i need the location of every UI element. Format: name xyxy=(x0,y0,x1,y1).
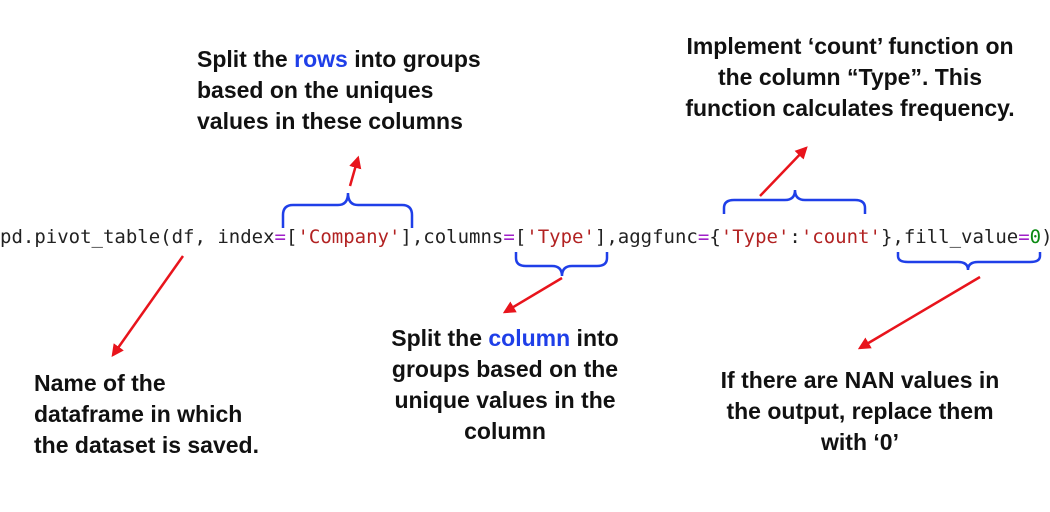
note-fill-line1: If there are NAN values in xyxy=(720,367,1000,393)
code-open-bracket: [ xyxy=(286,226,298,248)
rows-highlight: rows xyxy=(294,46,348,72)
note-rows-line2: based on the uniques xyxy=(197,77,434,103)
note-count-line3: function calculates frequency. xyxy=(685,95,1015,121)
code-type-key-string: 'Type' xyxy=(720,226,790,248)
arrow-to-fill-note xyxy=(857,275,981,350)
code-columns-keyword: ],columns xyxy=(400,226,504,248)
note-column-line3: unique values in the xyxy=(394,387,616,413)
note-column-line2: groups based on the xyxy=(391,356,619,382)
code-open-brace: { xyxy=(709,226,721,248)
note-count: Implement ‘count’ function on the column… xyxy=(660,31,1040,124)
code-colon: : xyxy=(789,226,801,248)
code-close-paren: ) xyxy=(1041,226,1050,248)
code-equals: = xyxy=(1018,226,1030,248)
note-rows-line1: Split the rows into groups xyxy=(197,46,481,72)
arrow-to-rows-note xyxy=(348,155,362,187)
note-count-line2: the column “Type”. This xyxy=(717,64,983,90)
note-rows: Split the rows into groups based on the … xyxy=(197,44,481,137)
code-zero: 0 xyxy=(1029,226,1042,248)
code-open-bracket: [ xyxy=(514,226,527,248)
arrow-to-df-note xyxy=(111,255,185,358)
arrow-to-count-note xyxy=(759,146,808,197)
note-df-line3: the dataset is saved. xyxy=(34,432,259,458)
note-df-line2: dataframe in which xyxy=(34,401,243,427)
note-fill-value: If there are NAN values in the output, r… xyxy=(690,365,1030,458)
code-count-string: 'count' xyxy=(800,226,881,248)
code-line: pd.pivot_table(df, index=['Company'],col… xyxy=(0,222,1050,252)
note-count-line1: Implement ‘count’ function on xyxy=(686,33,1014,59)
note-fill-line2: the output, replace them xyxy=(726,398,994,424)
brace-columns xyxy=(514,252,609,277)
code-fill-value-keyword: },fill_value xyxy=(880,226,1019,248)
code-equals: = xyxy=(503,226,515,248)
note-fill-line3: with ‘0’ xyxy=(821,429,899,455)
column-highlight: column xyxy=(488,325,571,351)
arrow-to-column-note xyxy=(502,276,563,314)
note-rows-line3: values in these columns xyxy=(197,108,463,134)
code-type-string: 'Type' xyxy=(526,226,595,248)
brace-fill-value xyxy=(896,252,1042,271)
code-aggfunc-keyword: ],aggfunc xyxy=(594,226,698,248)
note-column-line4: column xyxy=(464,418,546,444)
note-df-line1: Name of the xyxy=(34,370,166,396)
brace-index xyxy=(281,192,414,228)
note-column-line1: Split the column into xyxy=(391,325,619,351)
brace-aggfunc xyxy=(722,189,867,214)
code-company-string: 'Company' xyxy=(297,226,401,248)
note-df: Name of the dataframe in which the datas… xyxy=(34,368,259,461)
note-column: Split the column into groups based on th… xyxy=(360,323,650,447)
code-equals: = xyxy=(274,226,286,248)
code-prefix: pd.pivot_table(df, index xyxy=(0,226,275,248)
code-equals: = xyxy=(697,226,710,248)
